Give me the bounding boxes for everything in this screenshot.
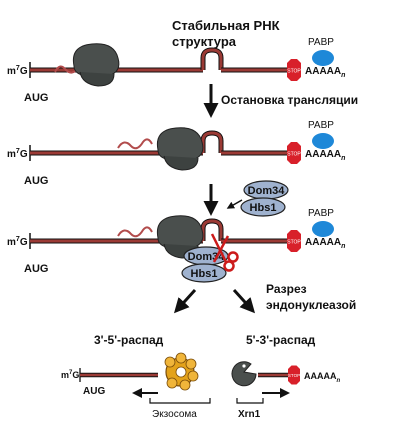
exosome-icon [164,352,199,391]
pabp-label: PABP [308,208,334,219]
stem-loop-core [201,219,223,241]
poly-a-tail: AAAAAn [305,237,345,250]
pabp-label: PABP [308,37,334,48]
stop-sign-icon: STOP [288,365,300,385]
title-line-1: Стабильная РНК [172,18,280,33]
arrow-icon [173,288,197,314]
aug-label: AUG [83,386,105,397]
svg-text:STOP: STOP [287,240,301,246]
stem-loop-core [201,131,223,153]
exosome-label: Экзосома [152,409,197,420]
xrn1-icon [231,361,257,387]
stop-sign-icon: STOP [287,59,301,81]
stall-step-label: Остановка трансляции [221,93,358,107]
hbs1-icon [181,263,227,283]
nascent-peptide [54,65,79,74]
poly-a-tail: AAAAAn [305,149,345,162]
pabp-label: PABP [308,120,334,131]
svg-text:Dom34: Dom34 [248,185,286,197]
pabp-icon [312,133,334,149]
endonuclease-cleavage-label: Разрез эндонуклеазой [266,282,356,312]
mrna-row-3: m7G AUG Dom34 Hbs1 STOP AAAAAn [7,208,345,283]
aug-label: AUG [24,175,48,187]
svg-text:STOP: STOP [288,373,300,378]
arrow-icon [232,288,256,314]
mrna-row-2: m7G AUG STOP AAAAAn PABP [7,120,345,187]
svg-text:STOP: STOP [287,69,301,75]
ribosome-icon [156,127,204,171]
stop-sign-icon: STOP [287,142,301,164]
nascent-peptide [117,226,153,238]
arrow-icon [226,199,243,209]
scissors-icon [210,233,239,272]
dom34-hbs1-complex-incoming: Dom34 Hbs1 [240,180,289,217]
pabp-icon [312,221,334,237]
hbs1-icon [240,197,286,217]
xrn1-bracket [236,398,264,404]
pabp-icon [312,50,334,66]
aug-label: AUG [24,92,48,104]
cleave-line-2: эндонуклеазой [266,298,356,312]
three-prime-fragment: STOP AAAAAn Xrn1 [231,361,341,420]
poly-a-tail: AAAAAn [305,66,345,79]
exosome-bracket [149,398,211,404]
cap-label: m7G [61,370,79,380]
svg-text:Hbs1: Hbs1 [250,202,277,214]
stable-rna-structure-title: Стабильная РНК структура [172,18,283,49]
mrna-row-1: m7G AUG STOP AAAAAn PABP [7,37,345,104]
cap-label: m7G [7,148,28,160]
stop-sign-icon: STOP [287,230,301,252]
stem-loop-core [201,48,223,70]
svg-text:Hbs1: Hbs1 [191,268,218,280]
five-prime-fragment: m7G AUG Экзосома [61,352,211,420]
aug-label: AUG [24,263,48,275]
svg-text:STOP: STOP [287,152,301,158]
nascent-peptide [117,138,153,150]
title-line-2: структура [172,34,237,49]
cleave-line-1: Разрез [266,282,307,296]
poly-a-tail: AAAAAn [304,371,341,384]
decay-3-5-label: 3'-5'-распад [94,333,164,347]
cap-label: m7G [7,65,28,77]
dom34-hbs1-complex-bound: Dom34 Hbs1 [181,246,229,283]
decay-5-3-label: 5'-3'-распад [246,333,316,347]
ribosome-icon [72,43,120,87]
cap-label: m7G [7,236,28,248]
xrn1-label: Xrn1 [238,409,261,420]
